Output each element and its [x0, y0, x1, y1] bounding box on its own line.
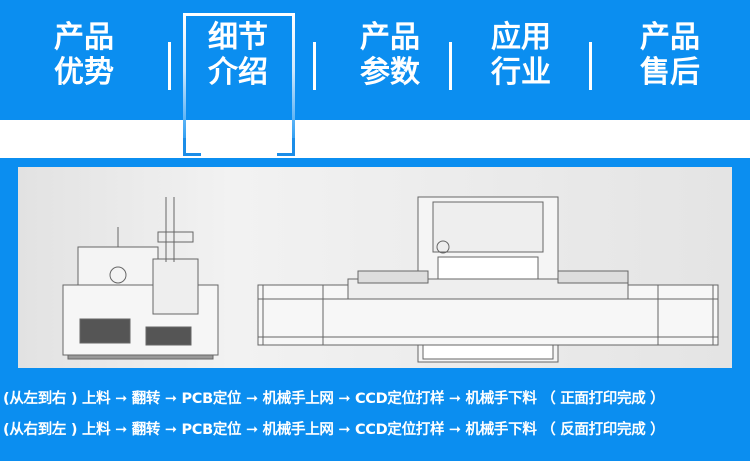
flow-back-print: (从右到左 ) 上料 ➞ 翻转 ➞ PCB定位 ➞ 机械手上网 ➞ CCD定位打…: [3, 422, 665, 438]
active-tab-bracket: [183, 138, 201, 156]
tab-label: 优势: [54, 55, 114, 90]
tab-label: 产品: [640, 20, 700, 55]
active-tab-frame: [183, 13, 295, 154]
divider: [589, 42, 592, 90]
machine-image: [18, 167, 732, 368]
divider: [449, 42, 452, 90]
tab-label: 行业: [491, 55, 551, 90]
tab-label: 细节: [208, 20, 268, 55]
nav-bar: [0, 0, 750, 120]
tab-product-advantages[interactable]: 产品优势: [44, 20, 124, 90]
active-tab-bracket: [277, 138, 295, 156]
divider: [168, 42, 171, 90]
tab-applications[interactable]: 应用行业: [481, 20, 561, 90]
divider: [313, 42, 316, 90]
tab-label: 应用: [491, 20, 551, 55]
tab-label: 介绍: [208, 55, 268, 90]
tab-label: 参数: [360, 55, 420, 90]
nav-underband: [0, 120, 750, 158]
tab-label: 售后: [640, 55, 700, 90]
tab-label: 产品: [360, 20, 420, 55]
machine-front-view: [257, 196, 719, 363]
flow-front-print: (从左到右 ) 上料 ➞ 翻转 ➞ PCB定位 ➞ 机械手上网 ➞ CCD定位打…: [3, 391, 665, 407]
machine-side-view: [62, 197, 219, 360]
tab-after-sales[interactable]: 产品售后: [630, 20, 710, 90]
tab-detail-intro[interactable]: 细节介绍: [198, 20, 278, 90]
tab-label: 产品: [54, 20, 114, 55]
tab-product-params[interactable]: 产品参数: [350, 20, 430, 90]
